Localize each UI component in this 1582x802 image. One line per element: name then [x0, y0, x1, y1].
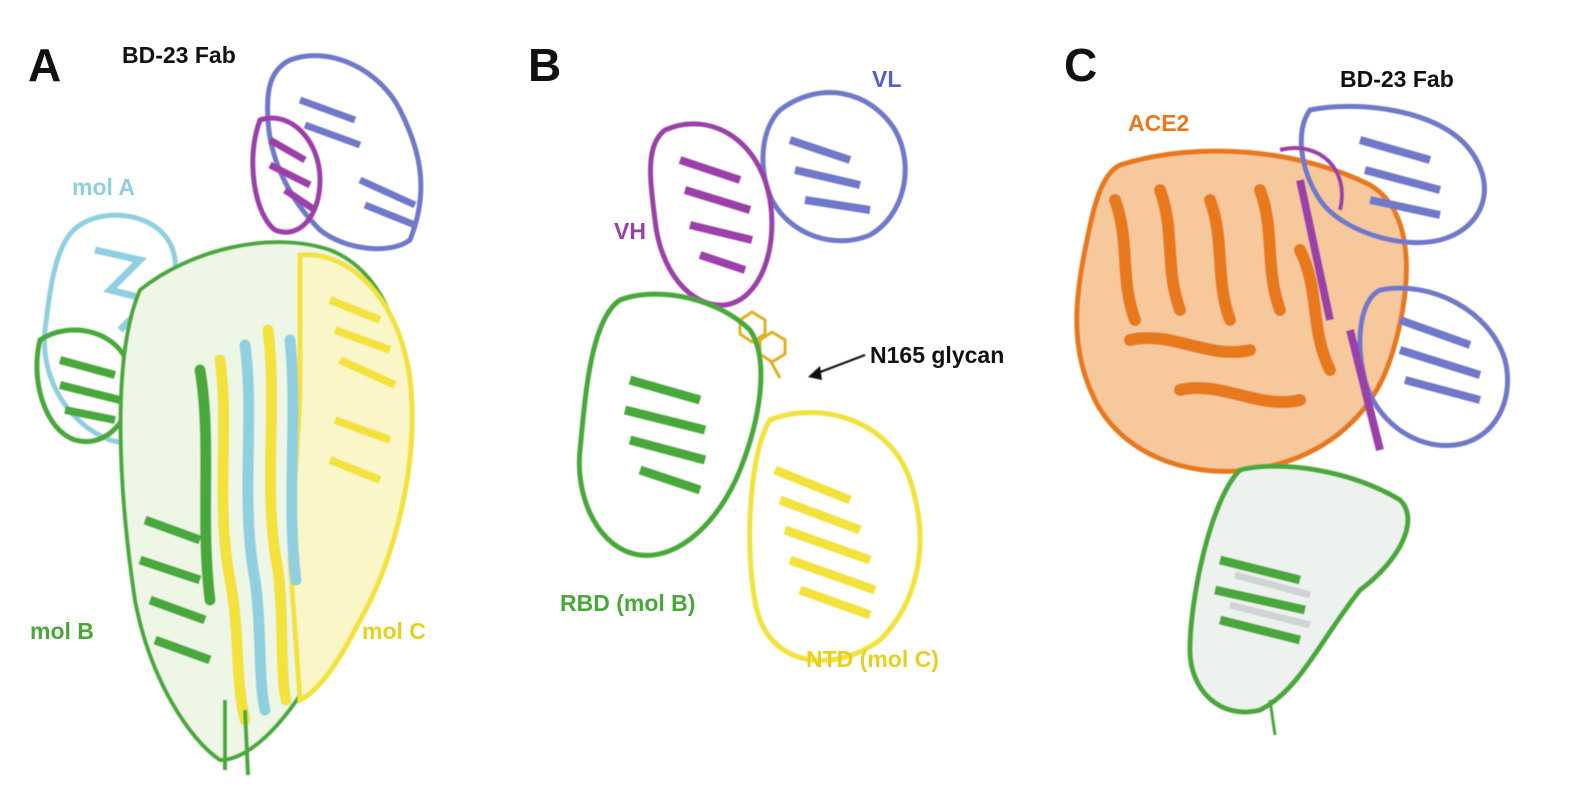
- panel-a-letter: A: [28, 39, 62, 91]
- panel-a-structure: [34, 53, 424, 776]
- arrow-icon: [808, 366, 822, 380]
- panel-c-letter: C: [1064, 39, 1098, 91]
- panel-c-structure: [1074, 103, 1511, 736]
- panel-a-fab-label: BD-23 Fab: [122, 42, 236, 68]
- mol-c-label: mol C: [362, 618, 426, 644]
- panel-b-structure: [576, 90, 923, 663]
- glycan-arrow-line: [814, 353, 866, 376]
- panel-c-fab-label: BD-23 Fab: [1340, 66, 1454, 92]
- vl-label: VL: [872, 66, 902, 92]
- rbd-label: RBD (mol B): [560, 590, 696, 616]
- glycan-label: N165 glycan: [870, 342, 1005, 368]
- ntd-label: NTD (mol C): [806, 646, 939, 672]
- panel-b-letter: B: [528, 39, 562, 91]
- ace2-label: ACE2: [1128, 110, 1190, 136]
- mol-a-label: mol A: [72, 174, 136, 200]
- mol-b-label: mol B: [30, 618, 94, 644]
- vh-label: VH: [614, 218, 646, 244]
